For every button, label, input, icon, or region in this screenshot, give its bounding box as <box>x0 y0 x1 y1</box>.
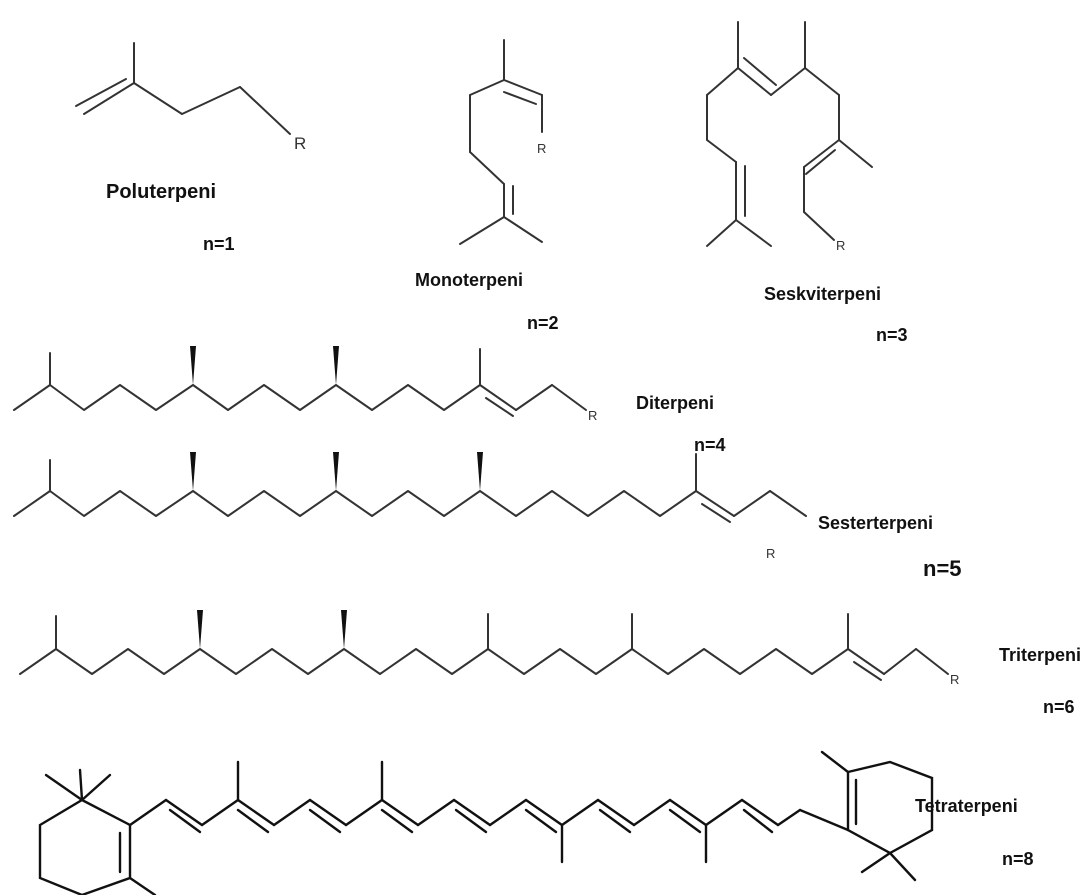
poluterpeni-structure: R <box>75 42 306 153</box>
label-n-tetraterpeni: n=8 <box>1002 849 1034 869</box>
label-monoterpeni: Monoterpeni <box>415 270 523 290</box>
seskviterpeni-structure: R <box>706 21 873 253</box>
triterpeni-structure: R <box>19 610 959 687</box>
label-n-diterpeni: n=4 <box>694 435 726 455</box>
r-group-label: R <box>836 238 845 253</box>
label-poluterpeni: Poluterpeni <box>106 181 217 203</box>
label-n-triterpeni: n=6 <box>1043 697 1075 717</box>
label-diterpeni: Diterpeni <box>636 393 715 413</box>
label-n-sesterterpeni: n=5 <box>923 556 962 581</box>
label-triterpeni: Triterpeni <box>999 645 1082 665</box>
tetraterpeni-structure <box>38 750 934 895</box>
label-n-seskviterpeni: n=3 <box>876 325 908 345</box>
sesterterpeni-structure: R <box>13 452 807 561</box>
r-group-label: R <box>294 134 306 153</box>
r-group-label: R <box>537 141 546 156</box>
r-group-label: R <box>950 672 959 687</box>
label-sesterterpeni: Sesterterpeni <box>818 513 934 533</box>
r-group-label: R <box>766 546 775 561</box>
label-seskviterpeni: Seskviterpeni <box>764 284 882 304</box>
monoterpeni-structure: R <box>459 39 546 245</box>
r-group-label: R <box>588 408 597 423</box>
diterpeni-structure: R <box>13 346 597 423</box>
label-tetraterpeni: Tetraterpeni <box>915 796 1018 816</box>
label-n-monoterpeni: n=2 <box>527 313 559 333</box>
label-n-poluterpeni: n=1 <box>203 234 235 254</box>
